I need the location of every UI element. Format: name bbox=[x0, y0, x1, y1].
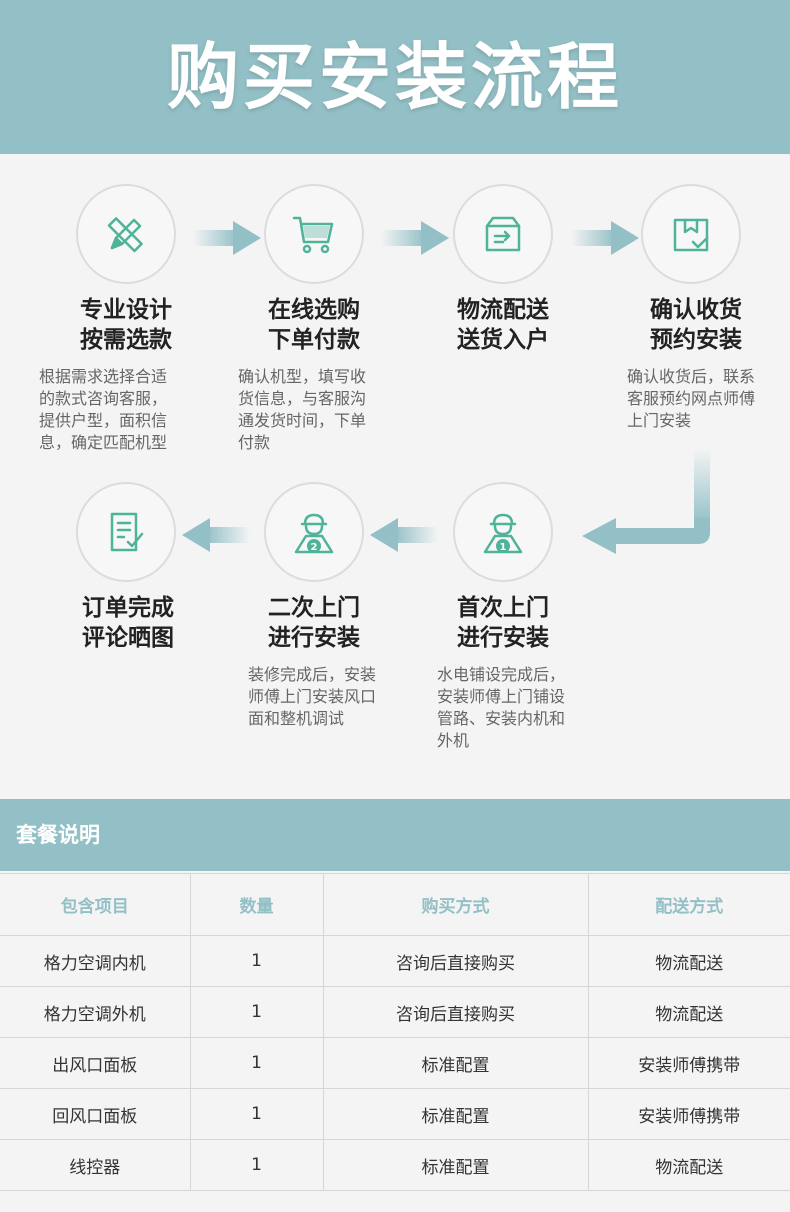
cell-purchase: 标准配置 bbox=[322, 1037, 589, 1089]
package-table: 包含项目 数量 购买方式 配送方式 格力空调内机 1 咨询后直接购买 物流配送 … bbox=[0, 873, 790, 1191]
worker-1-icon: 1 bbox=[483, 513, 523, 554]
step-4-circle bbox=[641, 184, 741, 284]
step-2-title-line2: 下单付款 bbox=[268, 327, 360, 353]
step-7-title-line1: 订单完成 bbox=[82, 595, 174, 621]
package-section-header: 套餐说明 bbox=[0, 799, 790, 871]
cell-delivery: 物流配送 bbox=[587, 935, 790, 987]
step-5-title-line1: 首次上门 bbox=[457, 595, 549, 621]
cell-purchase: 标准配置 bbox=[322, 1088, 589, 1140]
arrow-right-2 bbox=[381, 221, 449, 255]
package-check-icon bbox=[673, 218, 709, 252]
header-banner: 购买安装流程 bbox=[0, 0, 790, 154]
step-4-title-line2: 预约安装 bbox=[650, 327, 742, 353]
delivery-box-icon bbox=[485, 216, 521, 252]
step-4-title-line1: 确认收货 bbox=[650, 297, 742, 323]
review-doc-icon bbox=[110, 512, 144, 552]
step-3-circle bbox=[453, 184, 553, 284]
cell-delivery: 安装师傅携带 bbox=[587, 1088, 790, 1140]
arrow-right-3 bbox=[571, 221, 639, 255]
step-3-title-line2: 送货入户 bbox=[457, 327, 549, 353]
step-6-title-line2: 进行安装 bbox=[268, 625, 360, 651]
step-1-circle bbox=[76, 184, 176, 284]
step-5-desc: 水电铺设完成后， 安装师傅上门铺设 管路、安装内机和 外机 bbox=[437, 665, 566, 750]
step-6-circle: 2 bbox=[264, 482, 364, 582]
cell-quantity: 1 bbox=[189, 986, 324, 1038]
cell-item: 格力空调内机 bbox=[0, 935, 191, 987]
column-header-delivery: 配送方式 bbox=[587, 873, 790, 936]
table-row: 出风口面板 1 标准配置 安装师傅携带 bbox=[0, 1037, 790, 1089]
step-3-title-line1: 物流配送 bbox=[457, 297, 549, 323]
table-row: 格力空调外机 1 咨询后直接购买 物流配送 bbox=[0, 986, 790, 1038]
cell-purchase: 咨询后直接购买 bbox=[322, 986, 589, 1038]
cell-delivery: 物流配送 bbox=[587, 986, 790, 1038]
step-1-title-line1: 专业设计 bbox=[80, 297, 172, 323]
cell-item: 格力空调外机 bbox=[0, 986, 191, 1038]
step-2-circle bbox=[264, 184, 364, 284]
table-row: 线控器 1 标准配置 物流配送 bbox=[0, 1139, 790, 1191]
column-header-item: 包含项目 bbox=[0, 873, 191, 936]
ruler-pencil-icon bbox=[107, 217, 143, 253]
arrow-right-1 bbox=[193, 221, 261, 255]
step-1-desc: 根据需求选择合适 的款式咨询客服， 提供户型，面积信 息，确定匹配机型 bbox=[39, 367, 168, 452]
cell-item: 出风口面板 bbox=[0, 1037, 191, 1089]
cell-quantity: 1 bbox=[189, 1139, 324, 1191]
step-5-badge: 1 bbox=[500, 542, 507, 553]
arrow-left-2 bbox=[182, 518, 250, 552]
cell-delivery: 安装师傅携带 bbox=[587, 1037, 790, 1089]
table-row: 格力空调内机 1 咨询后直接购买 物流配送 bbox=[0, 935, 790, 987]
arrow-left-1 bbox=[370, 518, 438, 552]
cell-item: 回风口面板 bbox=[0, 1088, 191, 1140]
step-5-title-line2: 进行安装 bbox=[457, 625, 549, 651]
page-title: 购买安装流程 bbox=[166, 35, 623, 119]
step-7-title-line2: 评论晒图 bbox=[82, 625, 174, 651]
step-5-circle: 1 bbox=[453, 482, 553, 582]
step-1-title-line2: 按需选款 bbox=[80, 327, 172, 353]
cell-delivery: 物流配送 bbox=[587, 1139, 790, 1191]
cell-quantity: 1 bbox=[189, 1037, 324, 1089]
package-section-title: 套餐说明 bbox=[16, 823, 100, 847]
cell-purchase: 咨询后直接购买 bbox=[322, 935, 589, 987]
step-6-title-line1: 二次上门 bbox=[268, 595, 360, 621]
cell-purchase: 标准配置 bbox=[322, 1139, 589, 1191]
table-row: 回风口面板 1 标准配置 安装师傅携带 bbox=[0, 1088, 790, 1140]
step-2-title-line1: 在线选购 bbox=[268, 297, 360, 323]
step-6-badge: 2 bbox=[311, 542, 318, 553]
cell-quantity: 1 bbox=[189, 935, 324, 987]
step-4-desc: 确认收货后，联系 客服预约网点师傅 上门安装 bbox=[627, 367, 756, 430]
arrow-elbow-down-left bbox=[582, 448, 710, 554]
column-header-purchase: 购买方式 bbox=[322, 873, 589, 936]
worker-2-icon: 2 bbox=[294, 513, 334, 554]
step-6-desc: 装修完成后，安装 师傅上门安装风口 面和整机调试 bbox=[248, 665, 377, 728]
step-7-circle bbox=[76, 482, 176, 582]
column-header-quantity: 数量 bbox=[189, 873, 324, 936]
cell-quantity: 1 bbox=[189, 1088, 324, 1140]
table-header-row: 包含项目 数量 购买方式 配送方式 bbox=[0, 873, 790, 936]
cell-item: 线控器 bbox=[0, 1139, 191, 1191]
step-2-desc: 确认机型，填写收 货信息，与客服沟 通发货时间，下单 付款 bbox=[238, 367, 367, 452]
cart-icon bbox=[292, 216, 334, 254]
